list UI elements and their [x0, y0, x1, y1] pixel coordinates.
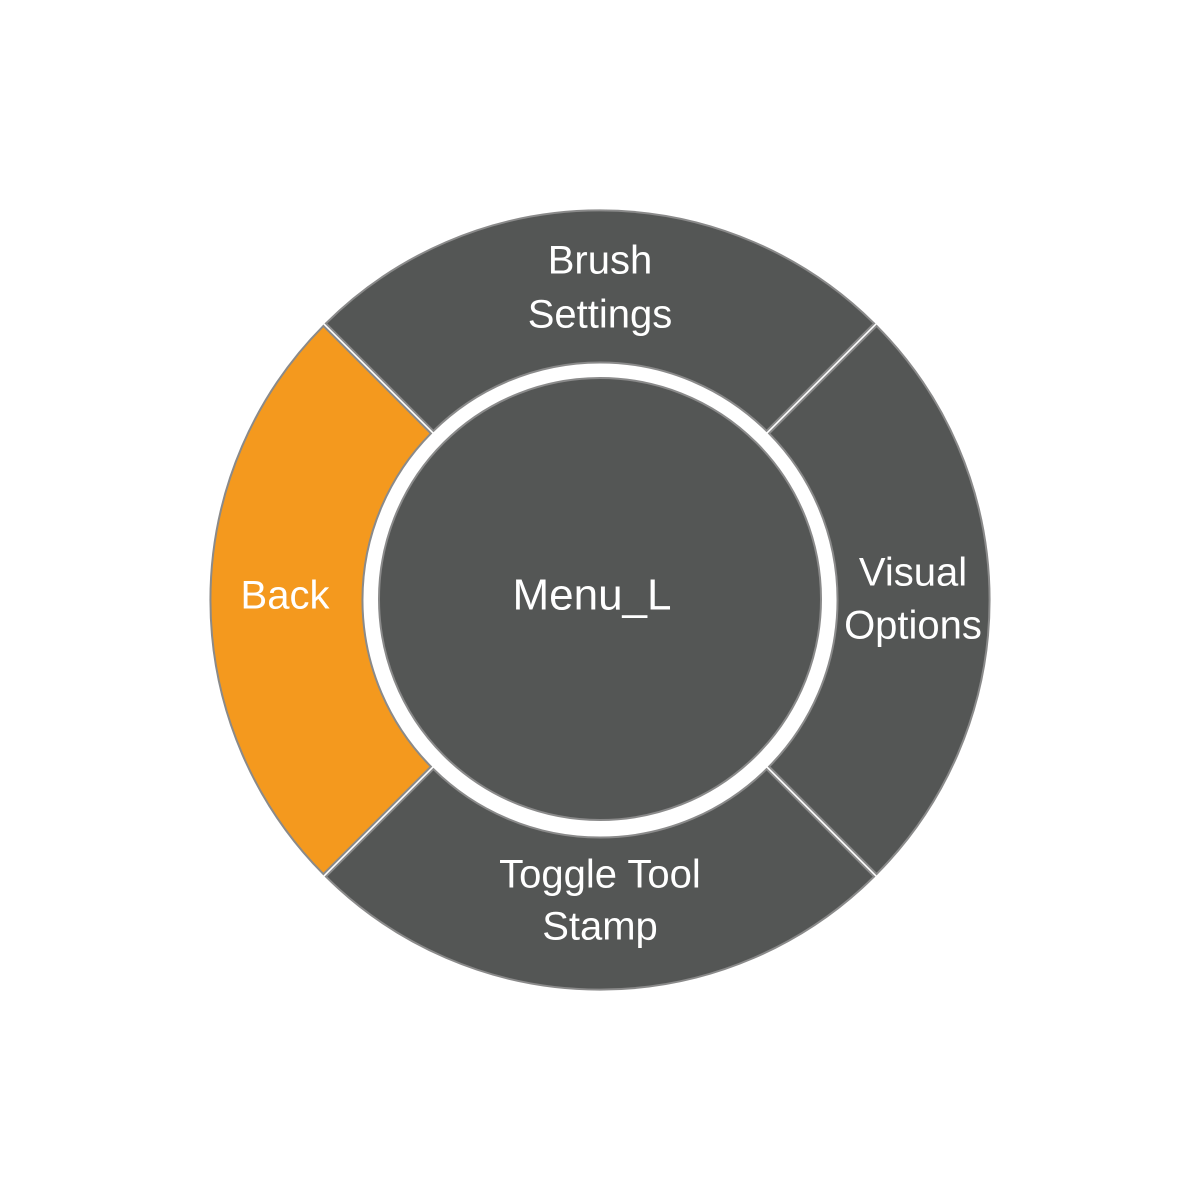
- segment-brush-settings-label-line1: Brush: [548, 239, 653, 283]
- segment-toggle-tool-stamp[interactable]: Toggle Tool Stamp: [324, 767, 876, 991]
- segment-visual-options-label-line1: Visual: [859, 551, 967, 595]
- segment-brush-settings[interactable]: Brush Settings: [324, 209, 876, 433]
- segment-visual-options-label-line2: Options: [844, 604, 982, 648]
- center-button-shape[interactable]: [378, 377, 822, 821]
- segment-brush-settings-label-line2: Settings: [528, 293, 673, 337]
- center-button[interactable]: Menu_L: [378, 377, 822, 821]
- segment-toggle-tool-stamp-label-line2: Stamp: [542, 905, 658, 949]
- center-button-label: Menu_L: [512, 571, 671, 620]
- segment-visual-options-shape[interactable]: [767, 324, 991, 876]
- segment-back-label: Back: [241, 574, 331, 618]
- segment-visual-options[interactable]: Visual Options: [767, 324, 991, 876]
- segment-brush-settings-shape[interactable]: [324, 209, 876, 433]
- segment-toggle-tool-stamp-shape[interactable]: [324, 767, 876, 991]
- segment-back-shape[interactable]: [209, 324, 433, 876]
- segment-back[interactable]: Back: [209, 324, 433, 876]
- segment-toggle-tool-stamp-label-line1: Toggle Tool: [499, 853, 701, 897]
